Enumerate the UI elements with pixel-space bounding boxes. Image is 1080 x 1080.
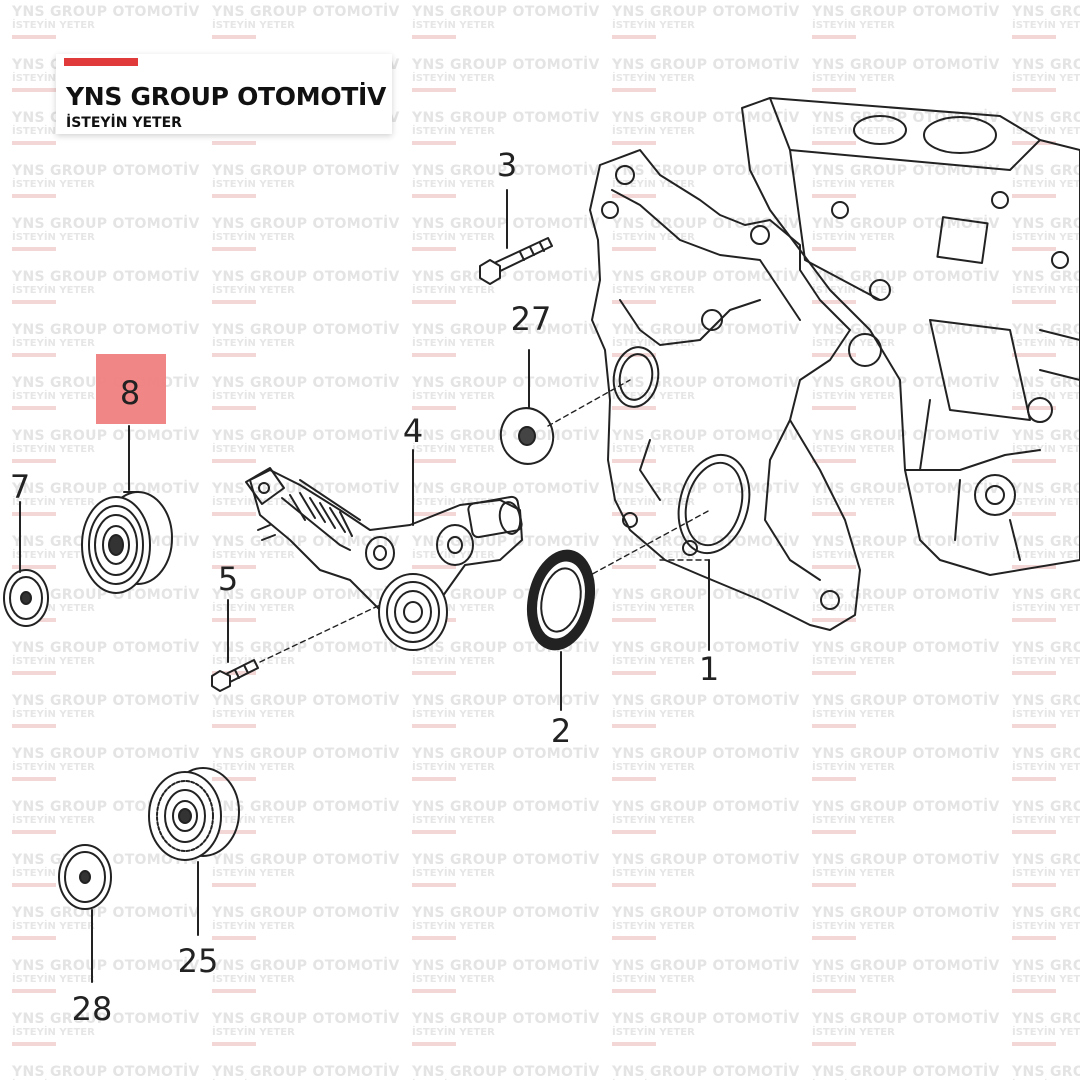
brand-logo: YNS GROUP OTOMOTİV İSTEYİN YETER — [56, 54, 392, 134]
part-8-highlight — [96, 354, 166, 424]
logo-accent-bar — [64, 58, 138, 66]
idler-pulley-part-8 — [81, 425, 173, 594]
oil-seal-part-2 — [527, 509, 711, 711]
dust-cap-part-28 — [58, 844, 112, 983]
part-label-3: 3 — [497, 146, 517, 184]
idler-pulley-part-25 — [148, 767, 240, 936]
part-label-27: 27 — [511, 300, 552, 338]
part-label-25: 25 — [178, 942, 219, 980]
washer-part-27 — [499, 349, 631, 465]
part-label-5: 5 — [218, 560, 238, 598]
timing-cover-part-1 — [589, 149, 861, 651]
belt-tensioner-part-4 — [245, 449, 523, 651]
bolt-part-3 — [479, 189, 553, 285]
dust-cap-part-7 — [3, 501, 49, 627]
logo-title: YNS GROUP OTOMOTİV — [66, 82, 387, 111]
logo-subtitle: İSTEYİN YETER — [66, 115, 182, 131]
part-label-7: 7 — [10, 468, 30, 506]
bolt-part-5 — [211, 599, 381, 692]
part-label-1: 1 — [699, 650, 719, 688]
part-label-8: 8 — [120, 374, 140, 412]
part-label-2: 2 — [551, 712, 571, 750]
part-label-28: 28 — [72, 990, 113, 1028]
part-label-4: 4 — [403, 412, 423, 450]
